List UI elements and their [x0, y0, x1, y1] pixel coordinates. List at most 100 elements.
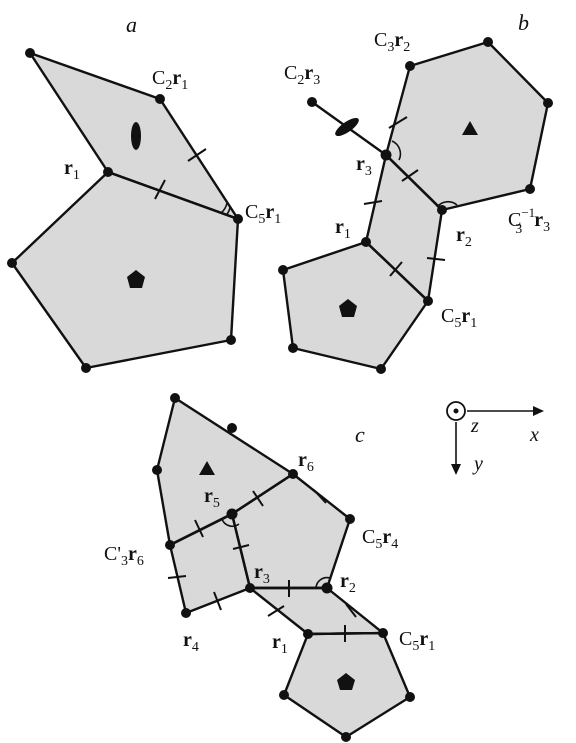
vertex-dot: [245, 583, 255, 593]
vertex-dot: [361, 237, 371, 247]
vertex-dot: [170, 393, 180, 403]
vertex-dot: [378, 628, 388, 638]
panel-b-shared-edge: [385, 154, 443, 211]
panel-a-edge-tick: [187, 148, 207, 162]
panel-c-label-c5r4: C5r4: [362, 526, 398, 552]
panel-a-edge-tick: [154, 179, 166, 200]
vertex-dot: [278, 265, 288, 275]
vertex-dot: [345, 514, 355, 524]
panel-c-edge-tick: [167, 575, 187, 579]
vertex-dot: [165, 540, 175, 550]
panel-c-label-r3: r3: [254, 561, 270, 587]
panel-b-edge-tick: [401, 169, 419, 182]
panel-c-edge-tick: [194, 519, 204, 538]
panel-c-rhombus-tile: [248, 586, 385, 636]
panel-c-label-c5r1: C5r1: [399, 628, 435, 654]
panel-b-edge-tick: [363, 200, 383, 205]
panel-c-angle-arc: [315, 576, 331, 589]
panel-c-threefold-axis-icon: [199, 461, 215, 475]
vertex-dot: [341, 732, 351, 742]
panel-c-label-r2: r2: [340, 570, 356, 596]
vertex-dot: [303, 629, 313, 639]
panel-a-angle-arc: [225, 206, 231, 216]
panel-b-label-r3: r3: [356, 153, 372, 179]
vertex-dot: [233, 214, 243, 224]
panel-a-label-c5r1: C5r1: [245, 201, 281, 227]
vertex-dot: [155, 94, 165, 104]
panel-c-title: c: [355, 422, 365, 447]
panel-c-label-c3r6: C'3r6: [104, 543, 144, 569]
panel-c-label-r6: r6: [298, 449, 314, 475]
vertex-dot: [81, 363, 91, 373]
panel-b-edge-tick: [426, 257, 446, 261]
panel-b-label-r1: r1: [335, 216, 351, 242]
z-axis-dot-icon: [453, 408, 459, 414]
y-axis-label: y: [472, 453, 483, 475]
panel-c-edge-tick: [213, 591, 222, 611]
panel-a-label-c2r1: C2r1: [152, 67, 188, 93]
panel-a-title: a: [126, 12, 137, 37]
vertex-dot: [405, 61, 415, 71]
x-arrowhead-icon: [533, 406, 544, 416]
vertex-dot: [226, 508, 238, 520]
panel-c-edge-tick: [313, 489, 327, 504]
vertex-dot: [227, 423, 237, 433]
panel-c-label-r5: r5: [204, 485, 220, 511]
panel-b-threefold-axis-icon: [462, 121, 478, 135]
panel-b-label-c3r2: C3r2: [374, 29, 410, 55]
vertex-dot: [181, 608, 191, 618]
vertex-dot: [226, 335, 236, 345]
vertex-dot: [103, 167, 113, 177]
panel-a-twofold-axis-icon: [131, 122, 141, 150]
panel-c-edge-tick: [252, 490, 264, 507]
panel-c-angle-arc: [221, 518, 240, 528]
panel-b-label-r2: r2: [456, 224, 472, 250]
vertex-dot: [307, 97, 317, 107]
panel-a-fivefold-axis-icon: [127, 270, 145, 288]
panel-c-edge-tick: [267, 605, 285, 617]
vertex-dot: [380, 149, 392, 161]
vertex-dot: [376, 364, 386, 374]
vertex-dot: [25, 48, 35, 58]
x-axis-label: x: [529, 424, 539, 446]
panel-b-edge-tick: [389, 261, 403, 277]
panel-a: a C2r1 r1 C5r1: [7, 12, 281, 373]
panel-b-twofold-axis-icon: [335, 117, 359, 137]
panel-a-label-r1: r1: [64, 157, 80, 183]
panel-b-edge-tick: [388, 116, 408, 129]
vertex-dot: [152, 465, 162, 475]
panel-a-angle-arc: [220, 202, 228, 214]
panel-b-angle-arc: [436, 200, 458, 208]
vertex-dot: [405, 692, 415, 702]
panel-c-label-r4: r4: [183, 629, 199, 655]
panel-b-shared-edge: [365, 241, 429, 302]
z-axis-circle-icon: [446, 401, 466, 421]
panel-b-label-c5r1: C5r1: [441, 305, 477, 331]
panel-c: c r6 r5 C5r4 C'3r6 r3 r2 r4 r1 C5r1: [104, 393, 435, 742]
panel-b-title: b: [518, 10, 529, 35]
panel-c-shared-edge: [231, 472, 294, 516]
vertex-dot: [423, 296, 433, 306]
vertex-dot: [483, 37, 493, 47]
panel-b-label-c2r3: C2r3: [284, 62, 320, 88]
panel-c-edge-tick: [345, 603, 357, 618]
vertex-dot: [279, 690, 289, 700]
panel-c-fivefold-axis-icon: [337, 673, 355, 690]
vertex-dot: [525, 184, 535, 194]
vertex-dot: [288, 343, 298, 353]
vertex-dot: [7, 258, 17, 268]
vertex-dot: [321, 582, 333, 594]
panel-a-shared-edge: [107, 170, 239, 221]
vertex-dot: [437, 205, 447, 215]
vertex-dot: [543, 98, 553, 108]
panel-c-edge-tick: [232, 544, 250, 550]
panel-b-angle-arc: [391, 140, 402, 161]
vertex-dot: [288, 469, 298, 479]
panel-c-label-r1: r1: [272, 631, 288, 657]
coordinate-axes: z x y: [446, 401, 544, 475]
z-axis-label: z: [470, 415, 479, 437]
panel-b-fivefold-axis-icon: [339, 299, 357, 317]
